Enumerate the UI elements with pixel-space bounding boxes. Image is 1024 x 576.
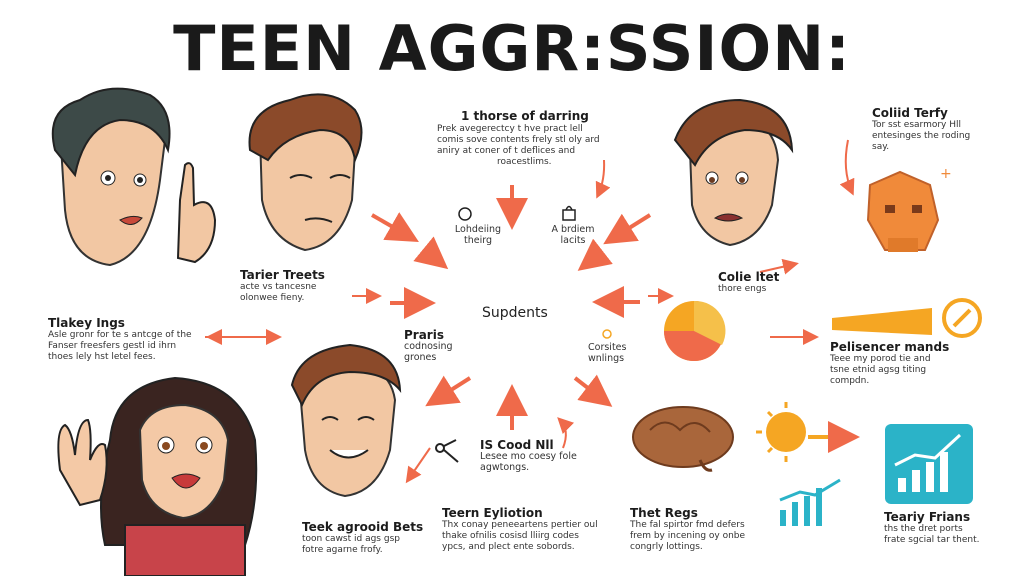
bottom-item-teern: Teern Eyliotion Thx conay peneeartens pe…	[442, 506, 598, 552]
arrows	[205, 139, 855, 484]
person-angry-icon	[51, 87, 217, 267]
bulb-icon	[602, 329, 612, 339]
top-center-heading: 1 thorse of darring	[461, 109, 589, 123]
megaphone-icon	[832, 298, 982, 338]
left-item-tarier: Tarier Treets acte vs tancesne olonwee f…	[240, 268, 325, 303]
label-praris: Praris codnosing grones	[404, 328, 453, 363]
label-cood-nll: IS Cood Nll Lesee mo coesy fole agwtongs…	[480, 438, 577, 473]
top-center-body: Prek avegerectcy t hve pract lell comis …	[437, 124, 600, 167]
person-smile-icon	[290, 343, 402, 498]
scissors-icon	[435, 439, 459, 463]
person-suspicious-icon	[248, 93, 363, 252]
right-item-colie: Colie ltet thore engs	[718, 270, 780, 294]
svg-text:+: +	[940, 166, 952, 182]
face-small-icon	[458, 207, 472, 221]
sun-icon	[756, 402, 860, 462]
skull-icon: +	[866, 166, 952, 252]
left-item-teek: Teek agrooid Bets toon cawst id ags gsp …	[302, 520, 424, 555]
pie-chart-icon	[664, 300, 726, 361]
center-label: Supdents	[482, 305, 548, 321]
bottom-item-thet: Thet Regs The fal spirtor fmd defers fre…	[630, 506, 746, 552]
person-worried-icon	[673, 98, 794, 247]
lock-icon	[562, 205, 576, 221]
brain-icon	[632, 406, 734, 472]
right-item-coliid: Coliid Terfy Tor sst esarmory Hll entesi…	[872, 106, 971, 152]
left-item-tlakey: Tlakey Ings Asle gronr for te s antcge o…	[48, 316, 192, 362]
chart-icon	[779, 424, 973, 526]
girl-shocked-icon	[57, 376, 258, 576]
right-item-pelisencer: Pelisencer mands Teee my porod tie and t…	[830, 340, 950, 386]
right-item-teariy: Teariy Frians ths the dret ports frate s…	[884, 510, 980, 545]
page-title: TEEN AGGR:SSION:	[173, 12, 851, 85]
